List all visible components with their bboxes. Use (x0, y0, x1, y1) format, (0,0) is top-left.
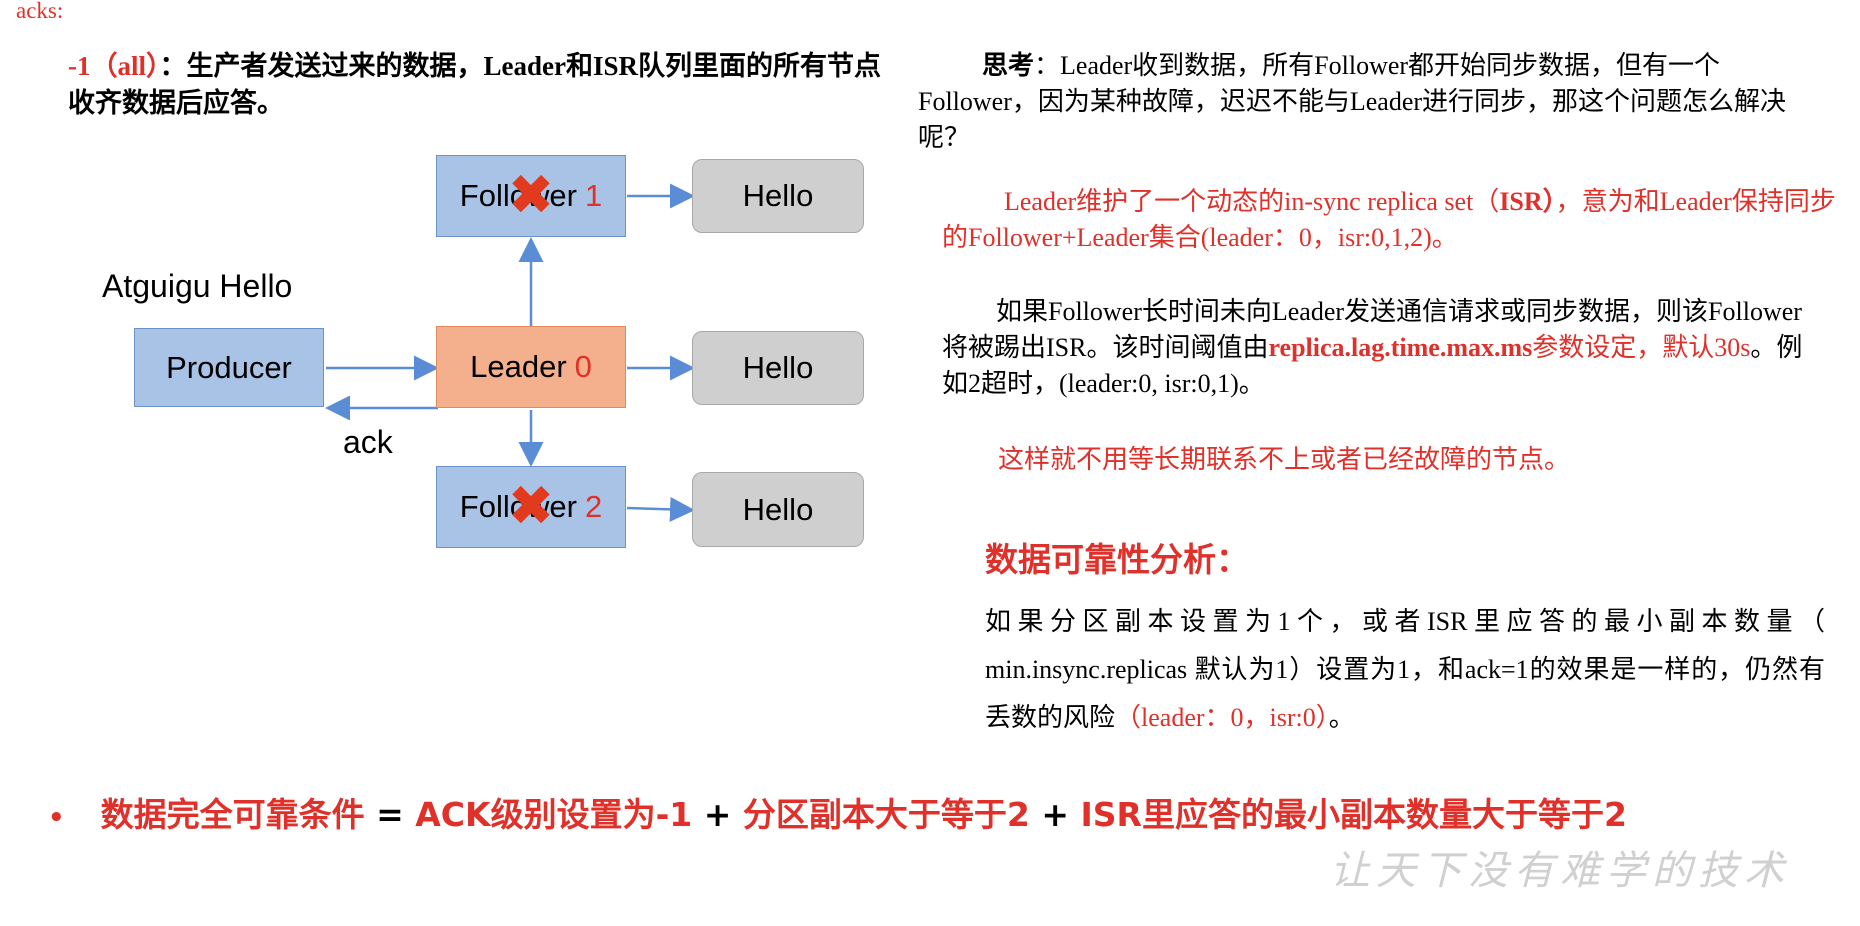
timeout-default: 参数设定，默认30s (1532, 333, 1751, 362)
acks-all-description: -1（all）：生产者发送过来的数据，Leader和ISR队列里面的所有节点收齐… (68, 48, 888, 122)
ack-label: ack (343, 424, 393, 460)
hello-label: Hello (742, 350, 814, 385)
hello-label: Hello (742, 491, 814, 527)
timeout-text-a: 如果Follower长时间未向Leader发送通信请求或同步数据，则该Follo… (942, 297, 1802, 362)
condition-plus: + (1029, 795, 1081, 834)
timeout-config-name: replica.lag.time.max.ms (1268, 333, 1533, 362)
arrow-follower2-hello (626, 496, 695, 522)
watermark: 让天下没有难学的技术 (1330, 848, 1790, 894)
isr-benefit-paragraph: 这样就不用等长期联系不上或者已经故障的节点。 (998, 445, 1571, 474)
follower1-number: 1 (584, 178, 603, 213)
isr-text-b: ，意为和Leader保持同步的Follower+Leader集合(leader：… (942, 187, 1836, 252)
isr-text-a: Leader维护了一个动态的in-sync replica set（ (1004, 187, 1500, 216)
diagram-caption: Atguigu Hello (102, 268, 293, 304)
condition-title: 数据完全可靠条件 (100, 795, 365, 834)
cross-icon: ✖ (507, 474, 555, 539)
condition-min-isr: ISR里应答的最小副本数量大于等于2 (1080, 795, 1627, 834)
acks-all-value: -1（all） (68, 51, 160, 81)
cross-icon: ✖ (507, 163, 555, 228)
condition-replicas: 分区副本大于等于2 (742, 795, 1030, 834)
reliability-text-a: 如果分区副本设置为1个，或者ISR里应答的最小副本数量（ min.insync.… (985, 607, 1825, 732)
leader-number: 0 (574, 349, 592, 384)
isr-timeout-paragraph: 如果Follower长时间未向Leader发送通信请求或同步数据，则该Follo… (942, 294, 1822, 402)
thinking-text: ：Leader收到数据，所有Follower都开始同步数据，但有一个Follow… (918, 51, 1787, 152)
diagram-arrows (325, 183, 695, 522)
follower2-label: Follower (459, 489, 577, 524)
acks-label: acks: (16, 0, 64, 23)
hello-box-leader: Hello (692, 331, 864, 405)
reliability-isr-example: （leader：0，isr:0） (1115, 703, 1329, 732)
reliability-condition: • 数据完全可靠条件 = ACK级别设置为-1 + 分区副本大于等于2 + ISR… (48, 788, 1627, 836)
acks-all-text: ：生产者发送过来的数据，Leader和ISR队列里面的所有节点收齐数据后应答。 (68, 51, 881, 118)
hello-label: Hello (742, 178, 814, 213)
producer-label: Producer (166, 349, 292, 385)
thinking-label: 思考 (982, 51, 1035, 80)
follower2-number: 2 (584, 489, 603, 524)
condition-plus: + (692, 795, 743, 834)
reliability-analysis-heading: 数据可靠性分析： (985, 540, 1249, 579)
timeout-text-b: 。例如2超时，(leader:0, isr:0,1)。 (942, 333, 1803, 398)
producer-box: Producer (134, 328, 324, 407)
follower1-label: Follower (459, 178, 577, 213)
condition-ack: ACK级别设置为-1 (415, 795, 693, 834)
reliability-text-b: 。 (1328, 703, 1355, 732)
reliability-paragraph: 如果分区副本设置为1个，或者ISR里应答的最小副本数量（ min.insync.… (985, 598, 1825, 742)
isr-definition-paragraph: Leader维护了一个动态的in-sync replica set（ISR），意… (942, 184, 1836, 256)
bullet-icon: • (48, 803, 65, 833)
condition-equals: = (364, 795, 416, 834)
hello-box-follower1: Hello (692, 159, 864, 233)
leader-label: Leader (470, 349, 567, 384)
thinking-paragraph: 思考：Leader收到数据，所有Follower都开始同步数据，但有一个Foll… (918, 48, 1836, 156)
isr-text-bold: ISR） (1499, 187, 1556, 216)
hello-box-follower2: Hello (692, 472, 864, 547)
